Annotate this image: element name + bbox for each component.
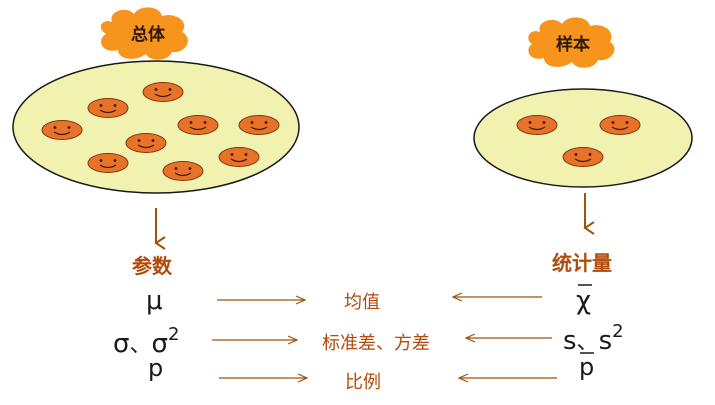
sample-ellipse [473, 88, 693, 188]
population-cloud: 总体 [100, 7, 188, 60]
sample-sd-symbol: s [563, 326, 577, 356]
sample-variance-symbol: s [599, 326, 613, 356]
sample-variance-exponent: 2 [612, 321, 623, 342]
sample-separator: 、 [577, 330, 599, 355]
population-cloud-label: 总体 [131, 24, 166, 45]
concept-mean: 均值 [344, 292, 380, 313]
population-ellipse [12, 60, 300, 194]
population-mean-symbol: μ [146, 286, 163, 316]
population-variance-symbol: σ [152, 329, 168, 359]
sample-heading: 统计量 [552, 251, 612, 275]
population-proportion-symbol: p [148, 354, 163, 382]
concept-proportion: 比例 [345, 372, 381, 393]
population-separator: 、 [129, 333, 151, 358]
sample-mean-symbol: χ [576, 286, 591, 316]
concept-spread: 标准差、方差 [322, 333, 430, 354]
population-heading: 参数 [132, 254, 173, 278]
population-spread-symbols: σ、σ2 [113, 324, 179, 359]
svg-text:σ、σ2: σ、σ2 [113, 324, 179, 359]
sample-cloud: 样本 [528, 17, 615, 68]
svg-text:s、s2: s、s2 [563, 321, 624, 356]
sample-cloud-label: 样本 [556, 34, 590, 55]
sample-proportion-symbol: p [579, 353, 594, 381]
sample-spread-symbols: s、s2 [563, 321, 624, 356]
population-sd-symbol: σ [113, 329, 129, 359]
population-variance-exponent: 2 [168, 324, 179, 345]
